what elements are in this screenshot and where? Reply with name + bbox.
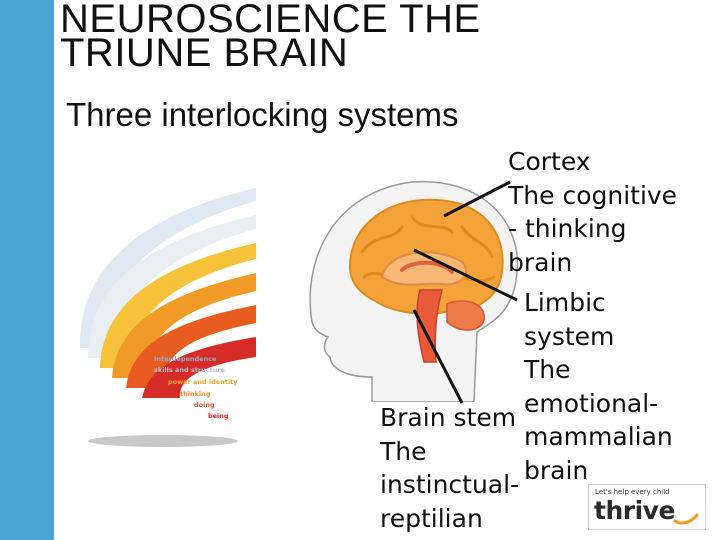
- pyramid-label-interdependence: Interdependence: [154, 355, 217, 363]
- graphic-shadow: [88, 435, 238, 447]
- cortex-folds: [360, 215, 496, 284]
- thrive-logo-tagline: Let's help every child: [595, 488, 670, 496]
- thrive-logo: Let's help every child thrive: [588, 484, 706, 530]
- cortex-pointer-line: [443, 180, 511, 218]
- flame-band-being: [142, 337, 256, 398]
- brain-stem-label: Brain stem The instinctual- reptilian: [380, 403, 520, 533]
- pyramid-label-thinking: thinking: [180, 390, 211, 398]
- limbic-pointer-line: [413, 248, 518, 302]
- brain-stem-pointer-line: [412, 309, 464, 404]
- thrive-model-graphic: Interdependence skills and structure pow…: [68, 143, 262, 455]
- thrive-logo-swoosh-icon: [673, 513, 699, 525]
- corpus-callosum: [400, 260, 454, 274]
- slide-title: NEUROSCIENCE THE TRIUNE BRAIN: [60, 0, 481, 75]
- flame-band-power: [100, 243, 256, 368]
- cerebellum-shape: [446, 300, 485, 331]
- thrive-logo-name: thrive: [594, 496, 675, 525]
- pyramid-label-being: being: [208, 412, 229, 420]
- pyramid-label-skills: skills and structure: [154, 366, 226, 374]
- pyramid-label-doing: doing: [194, 401, 215, 409]
- cortex-label: Cortex The cognitive - thinking brain: [508, 147, 678, 277]
- slide-sidebar-bar: [0, 0, 54, 540]
- flame-band-doing: [126, 305, 256, 388]
- slide-subtitle: Three interlocking systems: [66, 96, 459, 133]
- pyramid-label-power: power and identity: [168, 378, 238, 386]
- limbic-system-label: Limbic system The emotional- mammalian b…: [524, 288, 673, 485]
